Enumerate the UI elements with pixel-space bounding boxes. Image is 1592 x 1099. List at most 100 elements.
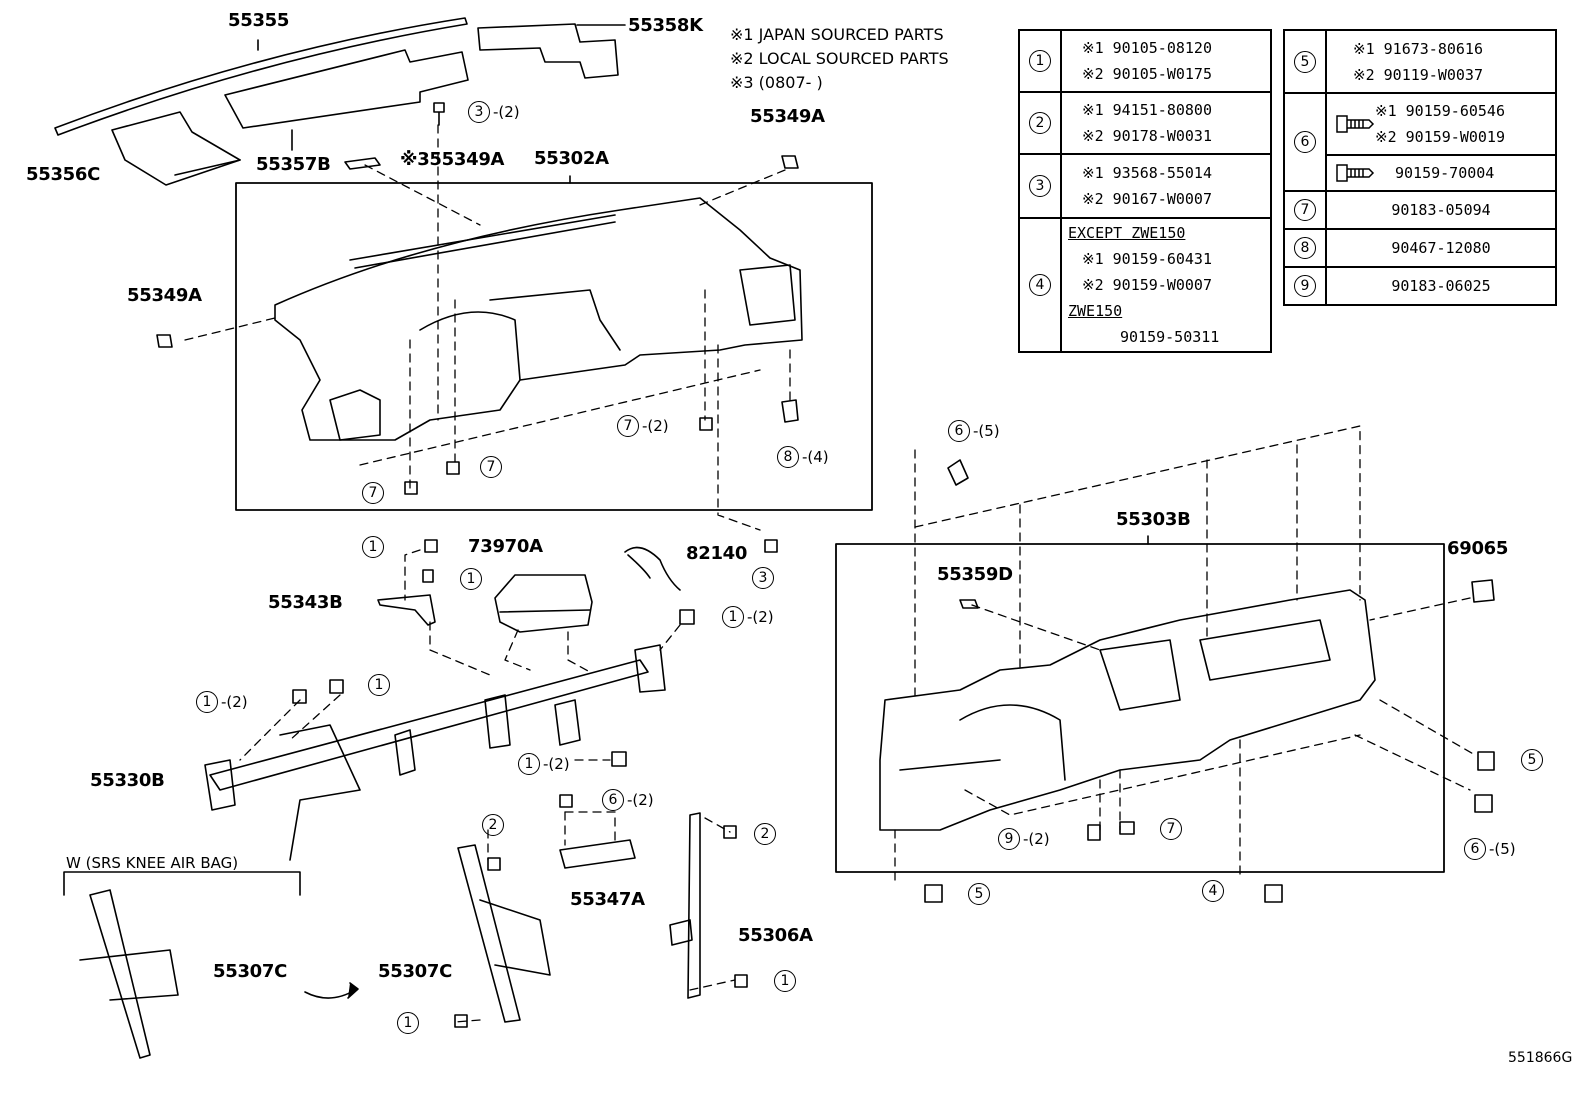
ref-1-2c[interactable]: 1-(2) <box>518 753 570 775</box>
part-number[interactable]: ※2 90119-W0037 <box>1353 65 1483 84</box>
ref-5a[interactable]: 5 <box>1521 749 1543 771</box>
ref-number: 3 <box>468 101 490 123</box>
ref-1c[interactable]: 1 <box>368 674 390 696</box>
ref-3a[interactable]: 3 <box>752 567 774 589</box>
ref-number: 2 <box>754 823 776 845</box>
part-number[interactable]: ※1 91673-80616 <box>1353 39 1483 58</box>
dashboard-frame-55303B <box>879 589 1376 831</box>
model-condition: EXCEPT ZWE150 <box>1068 224 1186 242</box>
ref-qualifier: -(2) <box>642 416 669 435</box>
ref-qualifier: -(5) <box>973 421 1000 440</box>
part-number[interactable]: ※2 90159-W0019 <box>1375 128 1505 146</box>
part-label-73970A[interactable]: 73970A <box>468 536 543 557</box>
part-label-82140[interactable]: 82140 <box>686 543 748 564</box>
part-number[interactable]: ※1 90105-08120 <box>1082 39 1212 57</box>
part-label-55349A-top[interactable]: 55349A <box>750 106 825 127</box>
drawing-code: 551866G <box>1508 1050 1573 1066</box>
part-label-55330B[interactable]: 55330B <box>90 770 165 791</box>
ref-7a[interactable]: 7 <box>480 456 502 478</box>
ref-6-5b[interactable]: 6-(5) <box>1464 838 1516 860</box>
harness-82140 <box>624 546 681 591</box>
note-date-range: ※3 (0807- ) <box>730 73 823 92</box>
ref-8-4[interactable]: 8-(4) <box>777 446 829 468</box>
bracket-55343B <box>377 594 436 626</box>
ref-2b[interactable]: 2 <box>754 823 776 845</box>
ref-number: 5 <box>968 883 990 905</box>
ref-qualifier: -(2) <box>747 607 774 626</box>
part-label-55306A[interactable]: 55306A <box>738 925 813 946</box>
part-number[interactable]: ※1 93568-55014 <box>1082 164 1212 182</box>
table-row: 6 ※1 90159-60546 ※2 90159-W0019 90159-70… <box>1283 92 1557 192</box>
row-index: 5 <box>1294 50 1316 73</box>
part-label-55355[interactable]: 55355 <box>228 10 290 31</box>
brace-55307C-right <box>457 844 521 1023</box>
bolt-6-right <box>1474 794 1493 813</box>
part-label-55357B[interactable]: 55357B <box>256 154 331 175</box>
ref-1-2b[interactable]: 1-(2) <box>196 691 248 713</box>
ref-2a[interactable]: 2 <box>482 814 504 836</box>
part-number[interactable]: ※1 90159-60546 <box>1375 102 1505 120</box>
ref-1b[interactable]: 1 <box>460 568 482 590</box>
part-number[interactable]: 90159-50311 <box>1120 328 1220 346</box>
ref-7c[interactable]: 7 <box>1160 818 1182 840</box>
pad-55357B <box>224 49 469 129</box>
part-label-55349A-left[interactable]: 55349A <box>127 285 202 306</box>
model-condition: ZWE150 <box>1068 302 1123 320</box>
part-number[interactable]: ※1 94151-80800 <box>1082 101 1212 119</box>
ref-number: 3 <box>752 567 774 589</box>
part-number[interactable]: ※2 90105-W0175 <box>1082 65 1212 83</box>
stay-55347A <box>559 839 636 869</box>
ref-qualifier: -(2) <box>493 102 520 121</box>
part-number[interactable]: 90159-70004 <box>1395 164 1495 182</box>
table-row: 5 ※1 91673-80616 ※2 90119-W0037 <box>1283 29 1557 94</box>
part-number[interactable]: ※2 90178-W0031 <box>1082 127 1212 145</box>
part-label-55356C[interactable]: 55356C <box>26 164 101 185</box>
part-label-55343B[interactable]: 55343B <box>268 592 343 613</box>
ref-6-2[interactable]: 6-(2) <box>602 789 654 811</box>
ref-5b[interactable]: 5 <box>968 883 990 905</box>
part-label-55307C-right[interactable]: 55307C <box>378 961 453 982</box>
pad-55349A-note <box>344 157 381 170</box>
part-label-55349A-note[interactable]: ※355349A <box>400 149 505 170</box>
brace-55306A <box>687 812 701 999</box>
ref-7b[interactable]: 7 <box>362 482 384 504</box>
bolt-icon <box>1335 113 1375 135</box>
ref-9-2[interactable]: 9-(2) <box>998 828 1050 850</box>
part-number[interactable]: ※1 90159-60431 <box>1082 250 1212 268</box>
part-number[interactable]: ※2 90159-W0007 <box>1082 276 1212 294</box>
top-molding-55355 <box>54 17 468 136</box>
ref-number: 4 <box>1202 880 1224 902</box>
clip-69065 <box>1471 579 1495 603</box>
ref-qualifier: -(4) <box>802 447 829 466</box>
part-number[interactable]: 90183-05094 <box>1391 201 1491 219</box>
clip-7a <box>404 481 418 495</box>
bolt-5-right <box>1477 751 1495 771</box>
ref-7-2[interactable]: 7-(2) <box>617 415 669 437</box>
part-label-55303B[interactable]: 55303B <box>1116 509 1191 530</box>
ref-1e[interactable]: 1 <box>397 1012 419 1034</box>
part-number[interactable]: ※2 90167-W0007 <box>1082 190 1212 208</box>
ref-4a[interactable]: 4 <box>1202 880 1224 902</box>
part-number[interactable]: 90183-06025 <box>1391 277 1491 295</box>
part-label-55307C-left[interactable]: 55307C <box>213 961 288 982</box>
part-label-55359D[interactable]: 55359D <box>937 564 1013 585</box>
ref-qualifier: -(2) <box>1023 829 1050 848</box>
part-label-55347A[interactable]: 55347A <box>570 889 645 910</box>
ref-1d[interactable]: 1 <box>774 970 796 992</box>
ref-number: 1 <box>362 536 384 558</box>
part-label-69065[interactable]: 69065 <box>1447 538 1509 559</box>
part-label-55358K[interactable]: 55358K <box>628 15 703 36</box>
table-row: 9 90183-06025 <box>1283 266 1557 306</box>
note-japan-sourced: ※1 JAPAN SOURCED PARTS <box>730 25 944 44</box>
row-index: 1 <box>1029 50 1051 72</box>
row-index: 7 <box>1294 199 1316 221</box>
ref-6-5a[interactable]: 6-(5) <box>948 420 1000 442</box>
part-label-55302A[interactable]: 55302A <box>534 148 609 169</box>
table-row: 2 ※1 94151-80800 ※2 90178-W0031 <box>1018 91 1272 155</box>
ref-1a[interactable]: 1 <box>362 536 384 558</box>
part-number[interactable]: 90467-12080 <box>1391 239 1491 257</box>
ref-qualifier: -(2) <box>221 692 248 711</box>
ref-1-2a[interactable]: 1-(2) <box>722 606 774 628</box>
bolt-4-bottom <box>1264 884 1283 903</box>
ref-3-2[interactable]: 3-(2) <box>468 101 520 123</box>
